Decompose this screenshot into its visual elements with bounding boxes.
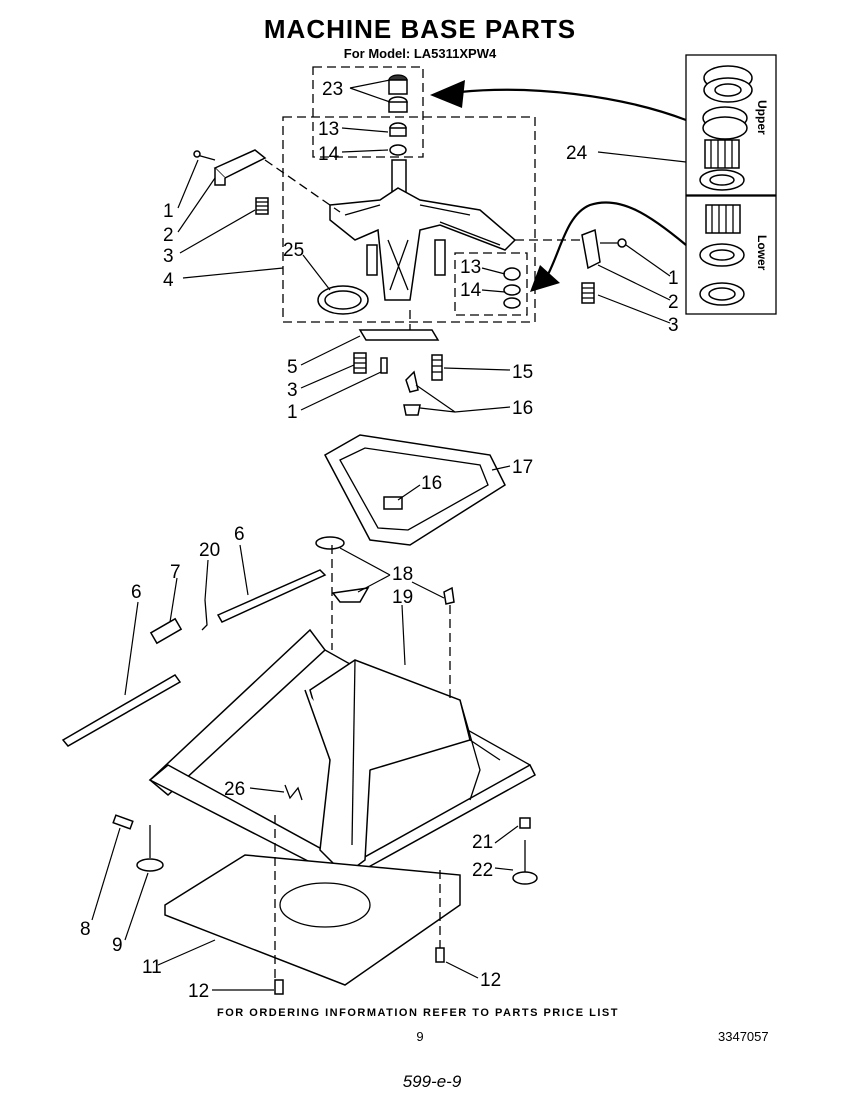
part-6-brace-lower [61,674,182,747]
part-1-bolt-center [380,357,388,374]
callout-3-center: 3 [287,380,298,401]
part-13-lower [503,267,521,281]
upper-bearing-kit-box [685,54,777,196]
part-18-plate-a [315,536,345,550]
callout-16-upper: 16 [512,398,533,419]
lower-bearing-group-box [454,252,528,316]
part-6-brace-upper [216,569,327,623]
callout-25: 25 [283,240,304,261]
callout-8: 8 [80,919,91,940]
upper-bearing-label: Upper [755,100,769,135]
part-14-lower-b [503,297,521,309]
left-snubber-bracket [193,149,269,215]
callout-17: 17 [512,457,533,478]
callout-18: 18 [392,564,413,585]
ordering-note: FOR ORDERING INFORMATION REFER TO PARTS … [217,1007,619,1019]
callout-26: 26 [224,779,245,800]
callout-5: 5 [287,357,298,378]
part-16-clip-a [405,370,419,393]
callout-11: 11 [142,957,162,978]
callout-16-lower: 16 [421,473,442,494]
document-number: 3347057 [718,1029,769,1044]
callout-6-upper: 6 [234,524,245,545]
callout-4: 4 [163,270,174,291]
callout-19: 19 [392,587,413,608]
part-5-clip [358,329,440,341]
callout-1-left: 1 [163,201,174,222]
callout-14-top: 14 [318,144,340,165]
callout-labels: 23 13 14 24 1 2 3 4 25 13 14 1 2 3 5 3 1… [80,79,679,1002]
callout-13-lower: 13 [460,257,481,278]
callout-22: 22 [472,860,493,881]
part-8-lock-nut [112,814,134,830]
part-7-spring [149,617,183,645]
lower-bearing-kit-box [685,195,777,315]
callout-23: 23 [322,79,343,100]
lower-bearing-stack [699,204,745,306]
part-25-ring-inner [324,290,362,310]
part-11-pan-ring [279,882,371,928]
part-14-lower [503,284,521,296]
top-bearing-parts [388,74,408,156]
diagram-title: MACHINE BASE PARTS [264,14,576,44]
callout-20: 20 [199,540,220,561]
part-15-spring [431,354,443,381]
callout-12-left: 12 [188,981,209,1002]
part-9-leveling-foot [136,858,164,872]
callout-1-center: 1 [287,402,298,423]
part-20-clip [201,599,208,631]
callout-3-left: 3 [163,246,174,267]
part-18-plate-c [443,586,455,605]
callout-7: 7 [170,562,181,583]
callout-15: 15 [512,362,533,383]
part-21-nut [519,817,531,829]
right-snubber-bracket [581,228,627,304]
lower-kit-arrowhead [530,265,560,292]
part-17-tub-support [323,434,506,546]
callout-2-left: 2 [163,225,174,246]
callout-2-right: 2 [668,292,679,313]
handwritten-note: 599-e-9 [403,1072,462,1091]
part-12-screw-b [435,947,445,963]
machine-base-frame [148,628,536,882]
callout-9: 9 [112,935,123,956]
part-22-leveling-foot [512,871,538,885]
upper-kit-arrow [459,88,687,122]
callout-12-right: 12 [480,970,501,991]
part-12-screw-a [274,979,284,995]
top-bearing-group-box [312,66,424,158]
part-26-clip [284,784,303,801]
callout-13-top: 13 [318,119,339,140]
callout-6-lower: 6 [131,582,142,603]
part-16-clip-b [403,404,421,416]
lower-bearing-label: Lower [755,235,769,271]
lower-kit-arrow [544,201,687,281]
page-number: 9 [416,1029,423,1044]
callout-24: 24 [566,143,588,164]
model-subtitle: For Model: LA5311XPW4 [344,46,497,61]
upper-kit-arrowhead [430,80,465,108]
transmission-hub-assembly [329,159,517,301]
upper-bearing-stack [699,65,753,191]
callout-1-right: 1 [668,268,679,289]
leader-lines [91,79,687,991]
part-11-base-pan [164,854,461,986]
callout-3-right: 3 [668,315,679,336]
transmission-group-box [282,116,536,323]
callout-21: 21 [472,832,493,853]
callout-14-lower: 14 [460,280,482,301]
